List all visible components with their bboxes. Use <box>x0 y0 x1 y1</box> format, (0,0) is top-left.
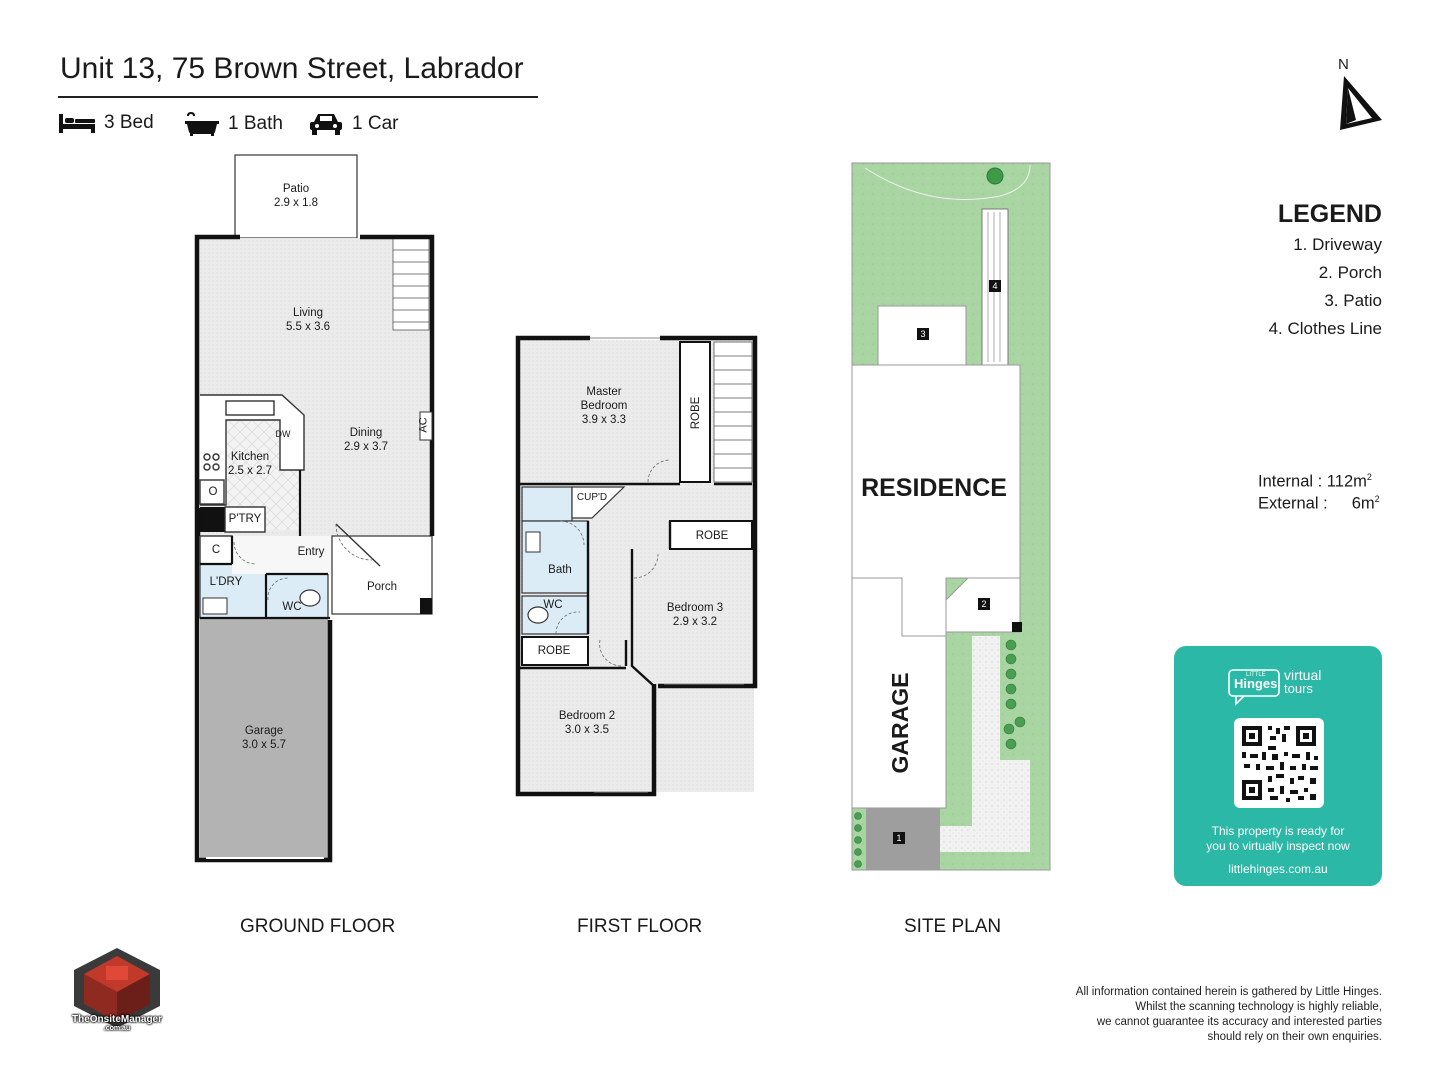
porch-label: Porch <box>366 581 398 593</box>
brand-small: LITTLE <box>1246 672 1266 678</box>
onsite-manager-logo-text: TheOnsiteManager.com.au <box>71 1014 163 1032</box>
virtual-tour-card[interactable]: LITTLE Hinges virtual tours <box>1174 646 1382 886</box>
legend-item: 2. Porch <box>1318 263 1382 282</box>
bath-count: 1 Bath <box>228 113 283 134</box>
ground-wc-label: WC <box>282 601 302 613</box>
external-area: External :6m2 <box>1258 494 1380 513</box>
marker-porch: 2 <box>981 599 987 609</box>
marker-patio: 3 <box>920 329 926 339</box>
marker-clothes-line: 4 <box>992 281 998 291</box>
legend-item: 4. Clothes Line <box>1268 319 1382 338</box>
first-floor-title: FIRST FLOOR <box>577 916 703 937</box>
legend-title: LEGEND <box>1277 200 1382 228</box>
north-arrow-icon <box>1340 76 1382 130</box>
bed-feature: 3 Bed <box>58 112 154 134</box>
car-feature: 1 Car <box>308 112 398 136</box>
marker-driveway: 1 <box>896 833 902 843</box>
brand-name: Hinges <box>1234 676 1278 691</box>
internal-area: Internal : 112m2 <box>1258 472 1372 491</box>
brand-tours: tours <box>1284 681 1313 696</box>
dishwasher-label: DW <box>275 429 291 439</box>
first-wc-label: WC <box>543 599 563 611</box>
bathtub-icon <box>185 112 219 136</box>
legend-item: 3. Patio <box>1324 291 1382 310</box>
car-icon <box>310 114 342 135</box>
title-divider <box>58 96 538 98</box>
cupboard-label: C <box>211 544 221 556</box>
onsite-manager-logo <box>74 948 160 1028</box>
qr-code-icon[interactable] <box>1234 718 1324 808</box>
oven-label: O <box>208 486 218 498</box>
virtual-tour-message: This property is ready for you to virtua… <box>1206 824 1350 853</box>
car-count: 1 Car <box>352 113 399 134</box>
virtual-tour-url[interactable]: littlehinges.com.au <box>1228 862 1328 876</box>
cupboard-first-label: CUP'D <box>576 492 608 503</box>
ground-floor-title: GROUND FLOOR <box>240 916 396 937</box>
brand-virtual: virtual <box>1284 667 1322 683</box>
pantry-label: P'TRY <box>228 513 262 525</box>
bed-count: 3 Bed <box>104 112 154 133</box>
disclaimer: All information contained herein is gath… <box>1075 986 1382 1043</box>
site-garage-label: GARAGE <box>887 672 913 774</box>
bath-label: Bath <box>548 564 572 576</box>
legend-item: 1. Driveway <box>1293 235 1382 254</box>
property-address: Unit 13, 75 Brown Street, Labrador <box>60 52 524 85</box>
bed-icon <box>59 114 95 133</box>
north-label: N <box>1338 56 1349 73</box>
little-hinges-logo <box>1228 669 1280 706</box>
laundry-label: L'DRY <box>209 576 243 588</box>
bedroom2-robe-label: ROBE <box>537 645 571 657</box>
site-plan-title: SITE PLAN <box>904 916 1002 937</box>
residence-label: RESIDENCE <box>861 474 1007 502</box>
bedroom3-robe-label: ROBE <box>695 530 729 542</box>
bath-feature: 1 Bath <box>184 112 283 136</box>
entry-label: Entry <box>297 546 325 558</box>
